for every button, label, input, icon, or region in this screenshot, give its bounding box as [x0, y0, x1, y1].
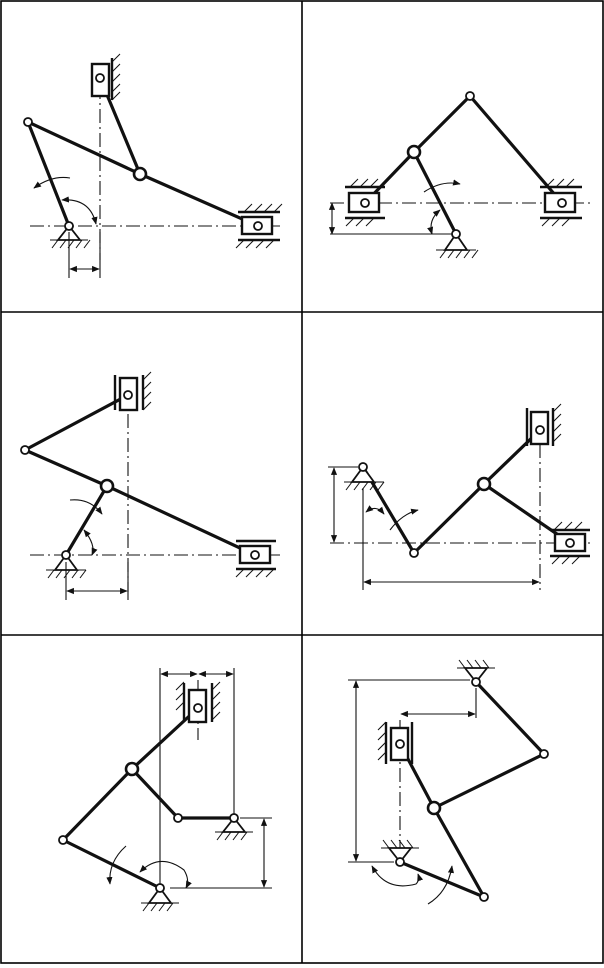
vertical-guide — [377, 721, 414, 764]
panel-3-slider-crank — [20, 371, 280, 600]
vertical-guide — [110, 53, 121, 101]
ground-support — [381, 839, 419, 864]
panel-2-double-slider — [328, 91, 590, 259]
vertical-guide — [525, 403, 562, 446]
panel-1-slider-crank — [23, 53, 283, 278]
ground-support — [457, 659, 495, 684]
ground-support — [215, 816, 253, 841]
vertical-guide — [113, 371, 152, 411]
ground-support — [141, 886, 179, 912]
ground-support — [436, 232, 479, 259]
panel-6-mechanism — [348, 659, 549, 905]
vertical-guide — [175, 681, 221, 722]
ground-support — [344, 465, 385, 491]
panel-5-mechanism — [58, 668, 272, 912]
panel-4-double-slider — [328, 403, 590, 590]
horizontal-guide — [550, 521, 590, 565]
horizontal-guide — [235, 203, 283, 249]
horizontal-guide — [235, 539, 276, 578]
